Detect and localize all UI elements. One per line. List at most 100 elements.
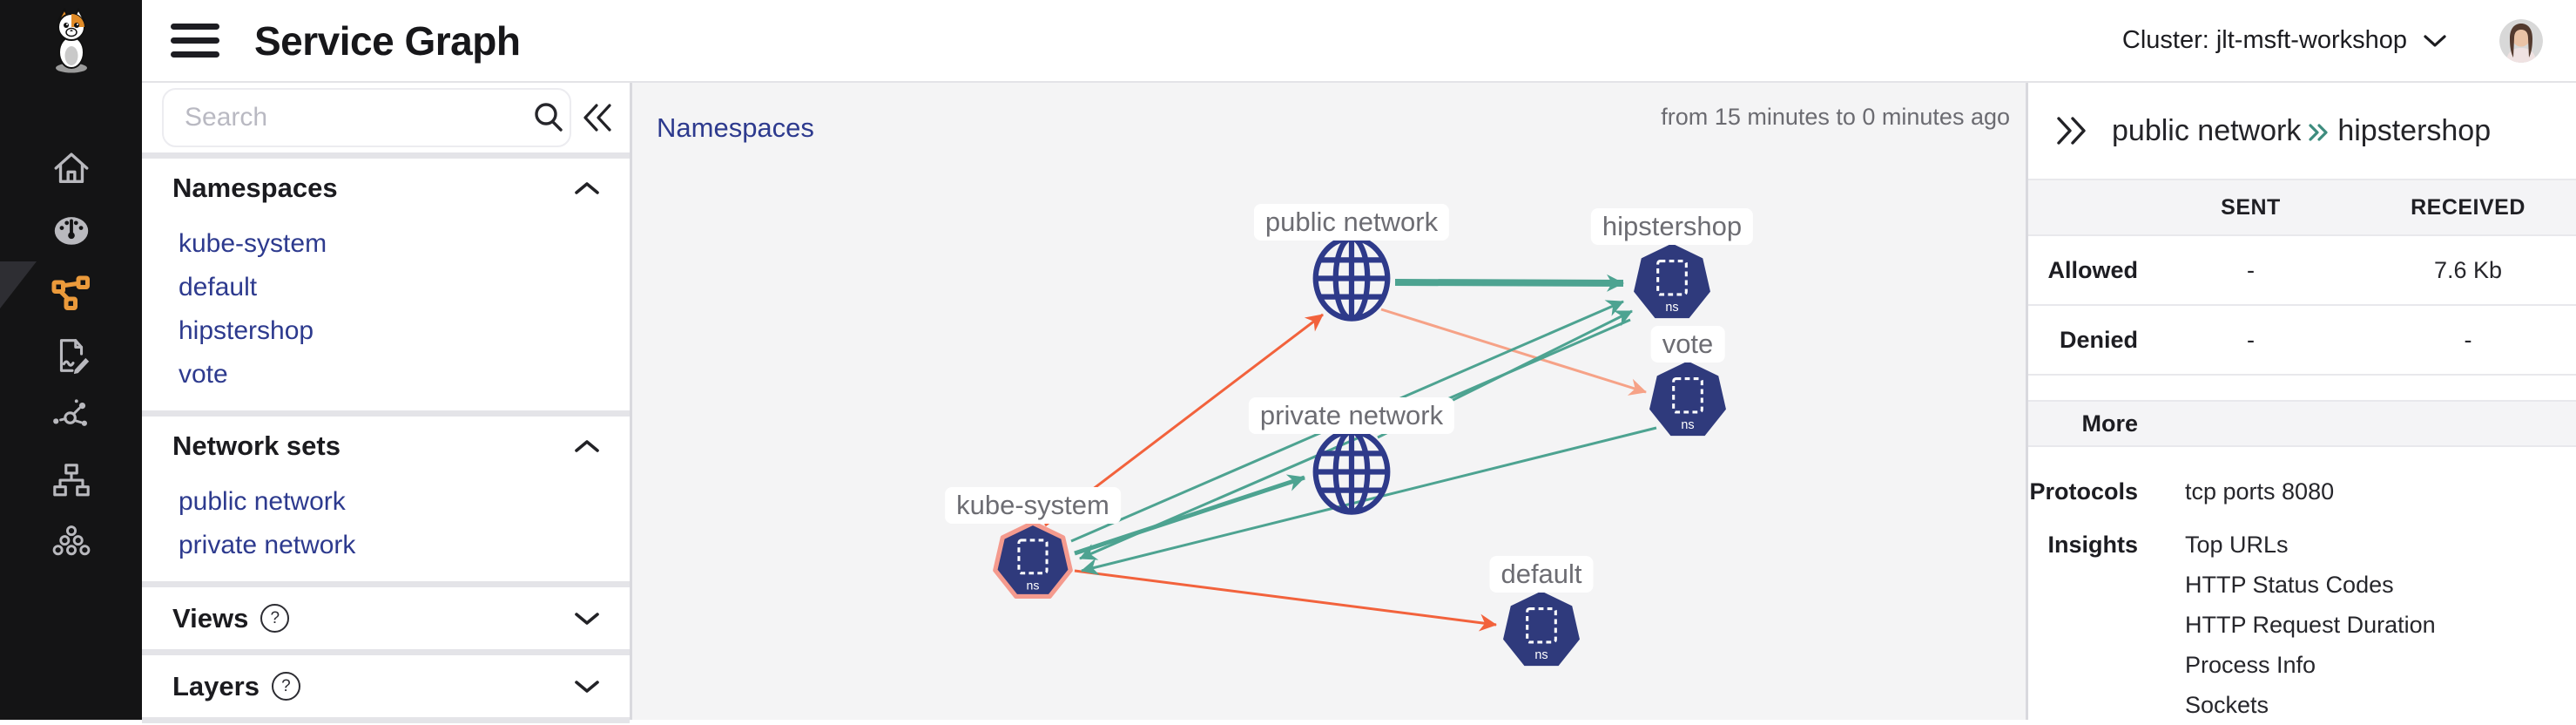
section-label: Layers <box>172 670 260 701</box>
column-received: RECEIVED <box>2411 194 2525 220</box>
collapse-panel-icon[interactable] <box>578 97 617 139</box>
chevron-down-icon <box>574 612 600 626</box>
node-label: kube-system <box>945 487 1121 524</box>
dashboard-icon[interactable] <box>49 209 94 251</box>
namespace-icon: ns <box>1630 241 1714 329</box>
service-graph-canvas[interactable]: Namespaces from 15 minutes to 0 minutes … <box>632 83 2026 720</box>
node-label: default <box>1489 556 1594 593</box>
cluster-selector[interactable]: Cluster: jlt-msft-workshop <box>2122 26 2447 55</box>
namespace-item-kube-system[interactable]: kube-system <box>179 229 327 258</box>
search-box <box>162 88 571 147</box>
denied-sent-value: - <box>2247 326 2255 353</box>
graph-filter-panel: Namespaces kube-system default hipstersh… <box>142 83 632 723</box>
calico-cat-logo <box>44 7 99 79</box>
allowed-sent-value: - <box>2247 256 2255 283</box>
insight-item: Sockets <box>2185 692 2269 718</box>
section-header-layers[interactable]: Layers ? <box>142 655 630 717</box>
network-set-item-private-network[interactable]: private network <box>179 531 356 559</box>
insight-item: HTTP Request Duration <box>2185 612 2436 638</box>
edge-kube-system-to-private-network[interactable] <box>1074 474 1305 556</box>
page-title: Service Graph <box>254 17 521 64</box>
column-sent: SENT <box>2221 194 2281 220</box>
globe-icon <box>1310 234 1393 328</box>
row-label: Allowed <box>2047 256 2138 283</box>
globe-icon <box>1310 428 1393 521</box>
edge-details-panel: public network hipstershop SENT RECEIVED… <box>2026 83 2576 720</box>
insights-row: Insights Top URLs HTTP Status Codes HTTP… <box>2028 525 2576 725</box>
edge-kube-system-to-default[interactable] <box>1074 569 1497 632</box>
chevron-down-icon <box>574 680 600 694</box>
divider <box>142 717 630 723</box>
row-label: Denied <box>2059 326 2138 353</box>
node-label: vote <box>1650 326 1725 362</box>
namespace-icon-selected: ns <box>988 518 1077 611</box>
search-icon[interactable] <box>528 97 570 139</box>
more-section-header: More <box>2028 400 2576 447</box>
section-label: Namespaces <box>172 172 338 203</box>
clusters-icon[interactable] <box>49 523 94 565</box>
endpoints-tree-icon[interactable] <box>49 460 94 502</box>
insights-label: Insights <box>2047 532 2138 558</box>
section-header-namespaces[interactable]: Namespaces <box>142 159 630 217</box>
svg-text:ns: ns <box>1665 301 1678 315</box>
policies-icon[interactable] <box>49 335 94 376</box>
node-label: public network <box>1253 204 1450 241</box>
section-header-views[interactable]: Views ? <box>142 587 630 649</box>
insight-item: HTTP Status Codes <box>2185 572 2394 598</box>
edge-source: public network <box>2112 113 2302 147</box>
section-label: Views <box>172 602 249 634</box>
insight-item: Process Info <box>2185 652 2316 678</box>
namespace-icon: ns <box>1500 589 1583 677</box>
network-set-item-public-network[interactable]: public network <box>179 487 346 516</box>
edge-public-network-to-hipstershop[interactable] <box>1394 274 1624 292</box>
table-row-denied: Denied - - <box>2028 306 2576 376</box>
edge-title: public network hipstershop <box>2112 114 2491 148</box>
service-graph-icon[interactable] <box>49 272 94 314</box>
edge-hipstershop-to-kube-system[interactable] <box>1079 318 1631 560</box>
namespace-item-hipstershop[interactable]: hipstershop <box>179 316 314 345</box>
help-icon[interactable]: ? <box>271 672 300 701</box>
help-icon[interactable]: ? <box>260 604 290 633</box>
insight-item: Top URLs <box>2185 532 2289 558</box>
divider <box>142 581 630 587</box>
chevron-up-icon <box>574 181 600 195</box>
protocols-label: Protocols <box>2029 478 2138 505</box>
table-row-allowed: Allowed - 7.6 Kb <box>2028 236 2576 306</box>
hamburger-menu-icon[interactable] <box>171 24 219 58</box>
section-header-network-sets[interactable]: Network sets <box>142 417 630 475</box>
svg-text:ns: ns <box>1027 579 1040 593</box>
edge-vote-to-kube-system[interactable] <box>1081 426 1657 576</box>
edge-direction-icon <box>2308 123 2330 142</box>
namespace-item-default[interactable]: default <box>179 273 258 302</box>
home-icon[interactable] <box>49 146 94 188</box>
edge-target: hipstershop <box>2337 113 2492 147</box>
svg-text:ns: ns <box>1534 648 1548 662</box>
protocols-row: Protocols tcp ports 8080 <box>2028 471 2576 512</box>
namespace-icon: ns <box>1646 359 1730 447</box>
app-rail <box>0 0 142 720</box>
flow-visualizations-icon[interactable] <box>49 397 94 439</box>
active-nav-notch <box>0 261 37 308</box>
protocols-value: tcp ports 8080 <box>2185 478 2335 505</box>
search-input[interactable] <box>164 103 528 132</box>
expand-panel-icon[interactable] <box>2054 116 2089 146</box>
divider <box>142 649 630 655</box>
top-header: Service Graph Cluster: jlt-msft-workshop <box>142 0 2576 83</box>
node-label: private network <box>1248 397 1455 434</box>
allowed-received-value: 7.6 Kb <box>2433 256 2503 283</box>
user-avatar[interactable] <box>2499 18 2543 63</box>
divider <box>142 410 630 417</box>
chevron-up-icon <box>574 439 600 453</box>
section-label: Network sets <box>172 430 341 461</box>
denied-received-value: - <box>2464 326 2472 353</box>
more-label: More <box>2081 410 2138 437</box>
node-label: hipstershop <box>1590 208 1754 245</box>
namespace-item-vote[interactable]: vote <box>179 360 228 389</box>
cluster-selector-label: Cluster: jlt-msft-workshop <box>2121 26 2407 54</box>
traffic-table-header: SENT RECEIVED <box>2028 179 2576 236</box>
svg-text:ns: ns <box>1681 418 1694 432</box>
edge-public-network-to-vote[interactable] <box>1380 308 1647 396</box>
canvas-view-label: Namespaces <box>657 112 814 143</box>
chevron-down-icon <box>2424 34 2446 47</box>
time-range-label: from 15 minutes to 0 minutes ago <box>1661 104 2010 130</box>
